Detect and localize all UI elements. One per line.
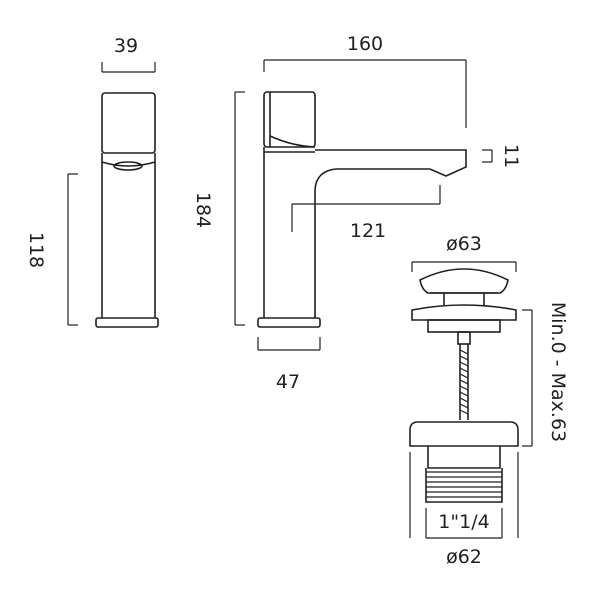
dim-spout-reach-label: 121 <box>350 220 386 242</box>
dim-waste-head-label: ø63 <box>446 233 482 255</box>
side-base <box>95 317 159 328</box>
dim-overall-height: 184 <box>192 91 245 326</box>
waste-spring-coils <box>459 349 469 415</box>
dim-side-width-label: 39 <box>114 35 138 57</box>
dim-spout-gap-label: 11 <box>500 144 522 168</box>
tap-front-view <box>257 91 467 328</box>
dim-base-diameter-label: 47 <box>276 371 300 393</box>
waste-flange <box>411 304 517 321</box>
front-handle <box>263 91 316 148</box>
waste-seal <box>427 319 501 333</box>
dim-side-width: 39 <box>101 35 156 73</box>
waste-cap <box>419 268 509 294</box>
dim-spout-gap: 11 <box>482 144 522 168</box>
dim-base-diameter: 47 <box>257 337 321 393</box>
front-body-spout <box>314 149 467 318</box>
waste-cap-stem <box>443 293 485 305</box>
dim-waste-head: ø63 <box>411 233 517 272</box>
side-outlet <box>113 161 143 171</box>
dim-overall-length: 160 <box>263 33 467 128</box>
side-handle-collar <box>101 153 156 167</box>
waste-thread <box>426 471 502 498</box>
waste-body <box>427 446 501 469</box>
front-base <box>257 317 321 328</box>
dim-waste-body-label: ø62 <box>446 546 482 568</box>
dim-waste-body: ø62 <box>409 452 519 568</box>
front-handle-curve <box>269 135 316 148</box>
dim-waste-thread: 1"1/4 <box>425 508 503 539</box>
side-handle <box>101 92 156 154</box>
dim-waste-range: Min.0 - Max.63 <box>522 302 569 447</box>
tap-side-view <box>95 92 159 328</box>
waste-connector <box>457 331 471 345</box>
waste-assembly <box>409 268 519 503</box>
dim-side-height-label: 118 <box>25 232 47 268</box>
dim-overall-length-label: 160 <box>347 33 383 55</box>
waste-body-top <box>409 421 519 447</box>
dim-overall-height-label: 184 <box>192 192 214 228</box>
dim-waste-thread-label: 1"1/4 <box>438 511 489 533</box>
dim-side-height: 118 <box>25 173 78 326</box>
waste-thread-outline <box>425 468 503 503</box>
dim-spout-reach: 121 <box>291 185 441 242</box>
dim-waste-range-label: Min.0 - Max.63 <box>547 302 569 442</box>
